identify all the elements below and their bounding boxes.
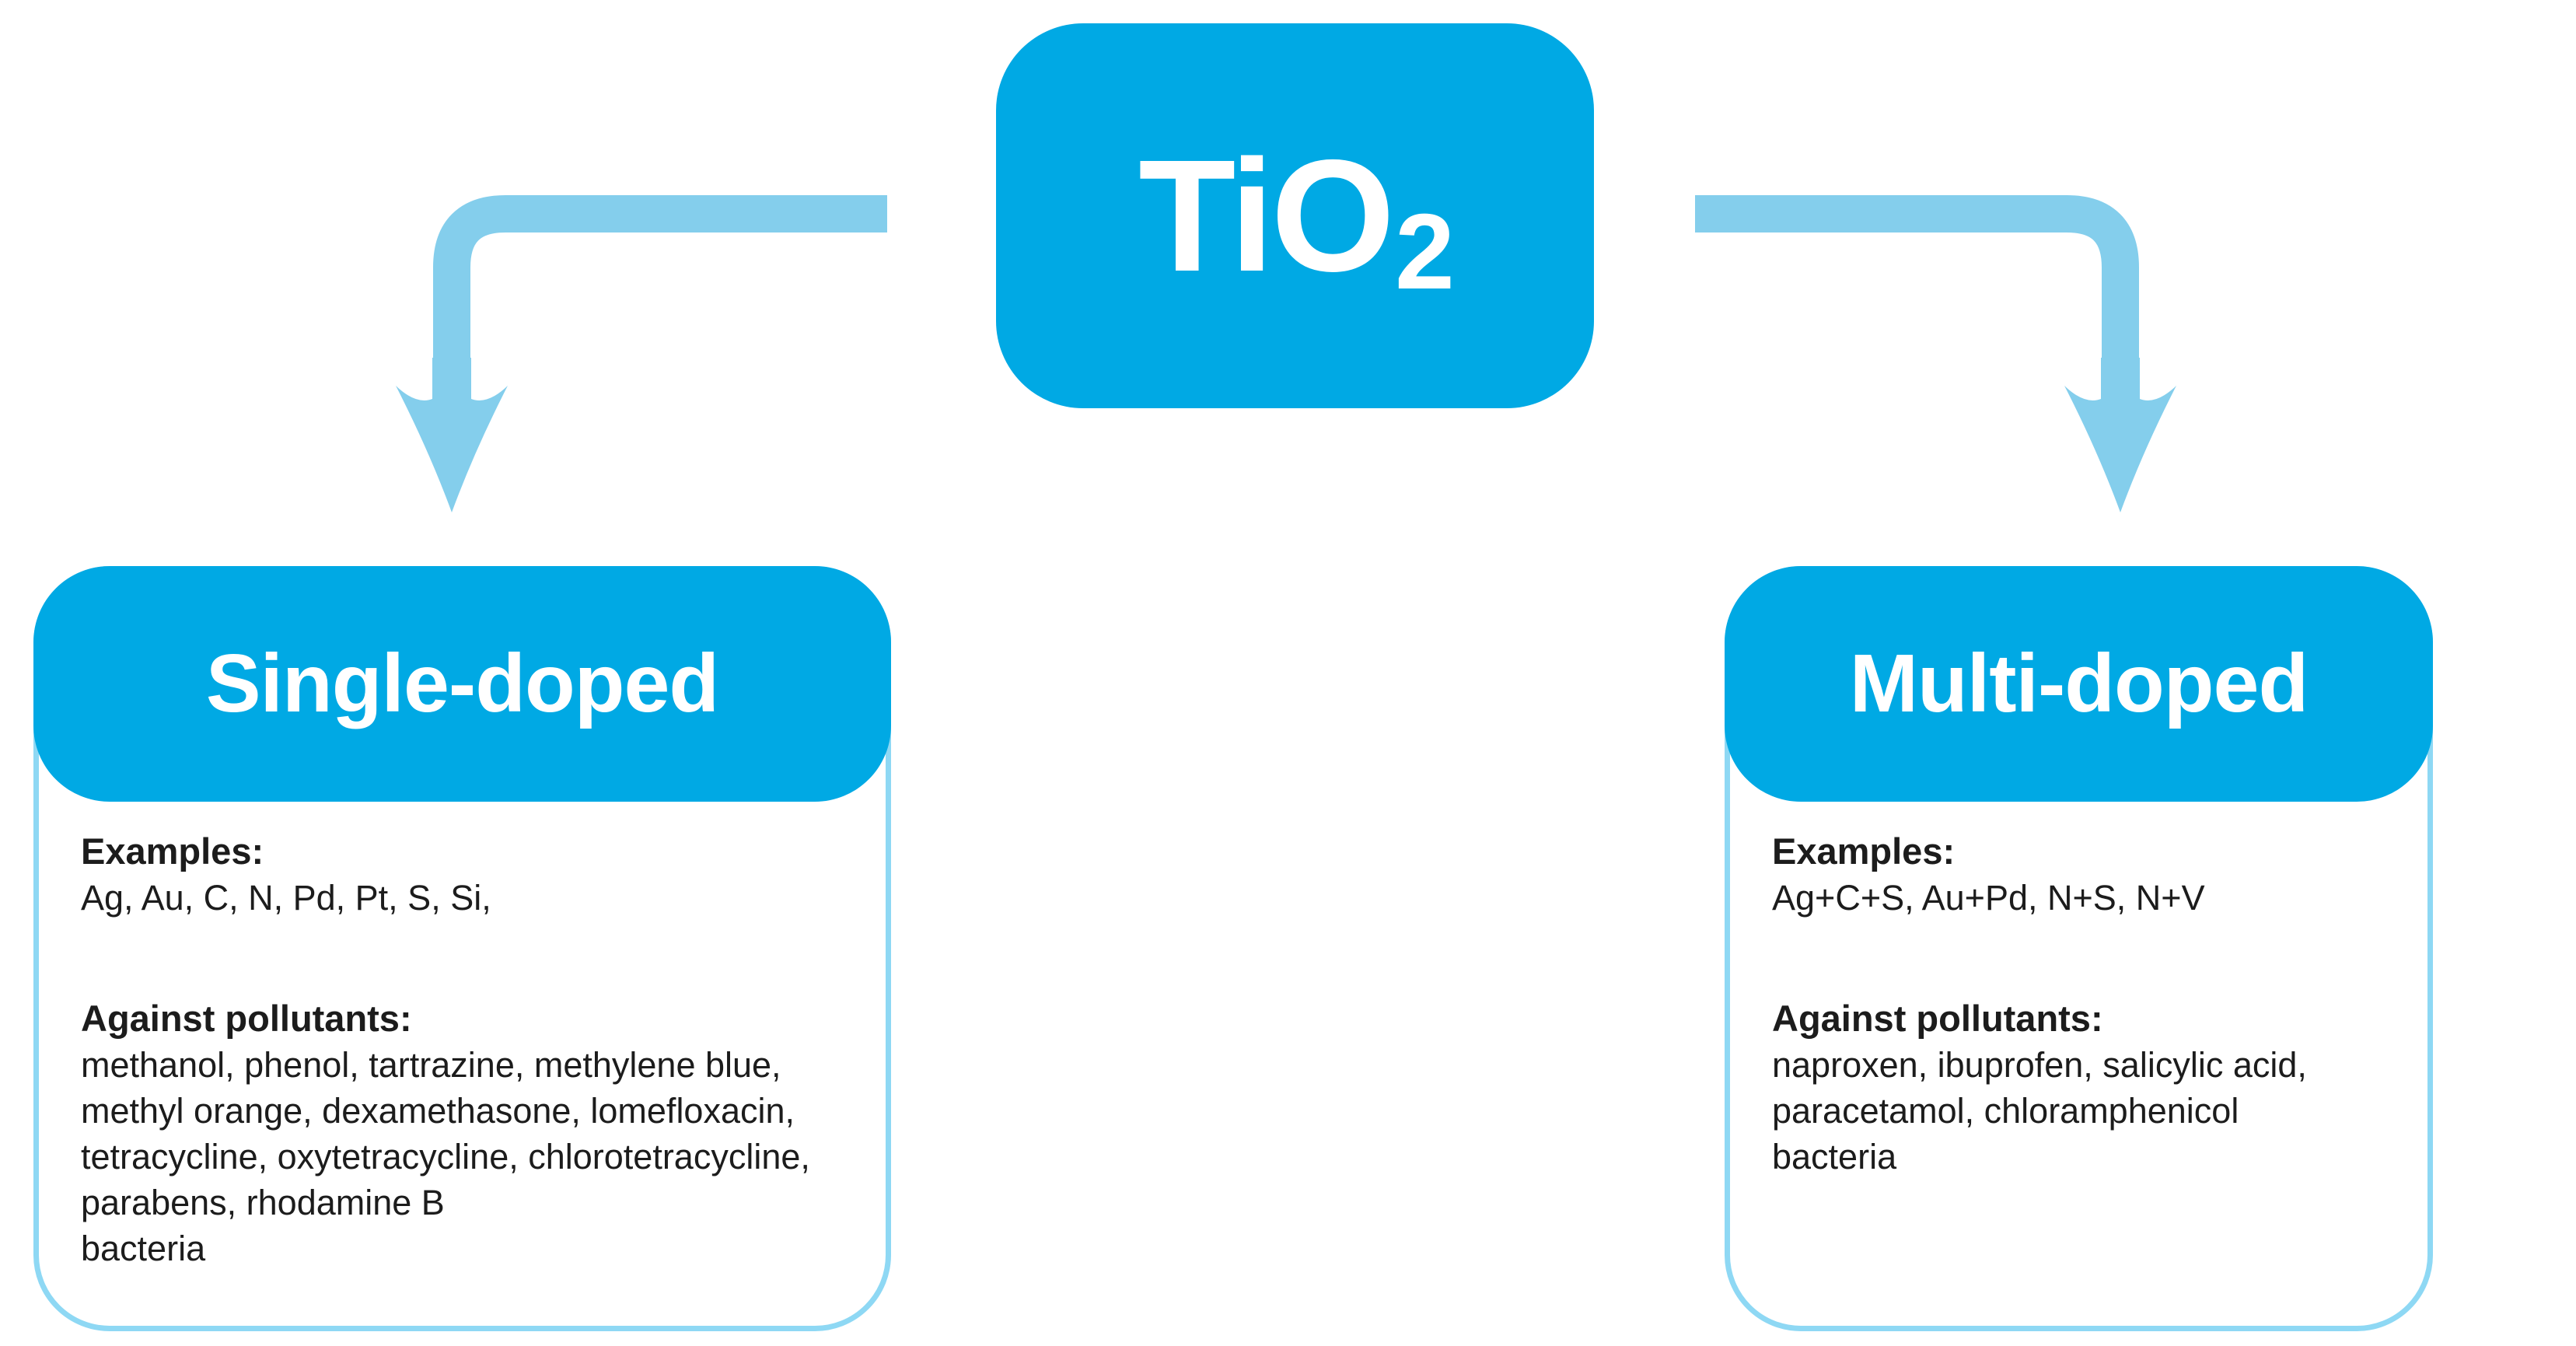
pollutants-list: naproxen, ibuprofen, salicylic acid, para…	[1772, 1042, 2404, 1180]
root-title-subscript: 2	[1395, 191, 1455, 312]
right-arrow-head	[2064, 358, 2176, 512]
single-doped-title: Single-doped	[205, 638, 719, 729]
pollutant-line: paracetamol, chloramphenicol	[1772, 1091, 2239, 1131]
examples-label: Examples:	[1772, 830, 1956, 872]
multi-doped-title: Multi-doped	[1849, 638, 2309, 729]
left-arrow-elbow	[433, 195, 887, 424]
pollutant-line: bacteria	[1772, 1137, 1897, 1176]
single-doped-header: Single-doped	[33, 566, 891, 802]
multi-doped-body: Examples: Ag+C+S, Au+Pd, N+S, N+V Agains…	[1730, 572, 2427, 1326]
pollutants-label: Against pollutants:	[81, 998, 412, 1039]
pollutant-line: naproxen, ibuprofen, salicylic acid,	[1772, 1045, 2307, 1085]
single-doped-panel: Single-doped Examples: Ag, Au, C, N, Pd,…	[33, 566, 891, 1331]
single-doped-body: Examples: Ag, Au, C, N, Pd, Pt, S, Si, A…	[39, 572, 886, 1326]
pollutant-line: parabens, rhodamine B	[81, 1183, 445, 1222]
right-arrow-elbow	[1695, 195, 2139, 424]
pollutant-line: methanol, phenol, tartrazine, methylene …	[81, 1045, 781, 1085]
examples-value: Ag+C+S, Au+Pd, N+S, N+V	[1772, 878, 2205, 918]
pollutants-label: Against pollutants:	[1772, 998, 2103, 1039]
left-arrow-head	[396, 358, 508, 512]
examples-value: Ag, Au, C, N, Pd, Pt, S, Si,	[81, 878, 491, 918]
multi-doped-panel: Multi-doped Examples: Ag+C+S, Au+Pd, N+S…	[1725, 566, 2433, 1331]
examples-label: Examples:	[81, 830, 264, 872]
pollutant-line: bacteria	[81, 1229, 206, 1268]
pollutant-line: tetracycline, oxytetracycline, chlorotet…	[81, 1137, 810, 1176]
root-title: TiO	[1138, 127, 1395, 305]
pollutants-list: methanol, phenol, tartrazine, methylene …	[81, 1042, 862, 1271]
pollutant-line: methyl orange, dexamethasone, lomefloxac…	[81, 1091, 795, 1131]
multi-doped-header: Multi-doped	[1725, 566, 2433, 802]
